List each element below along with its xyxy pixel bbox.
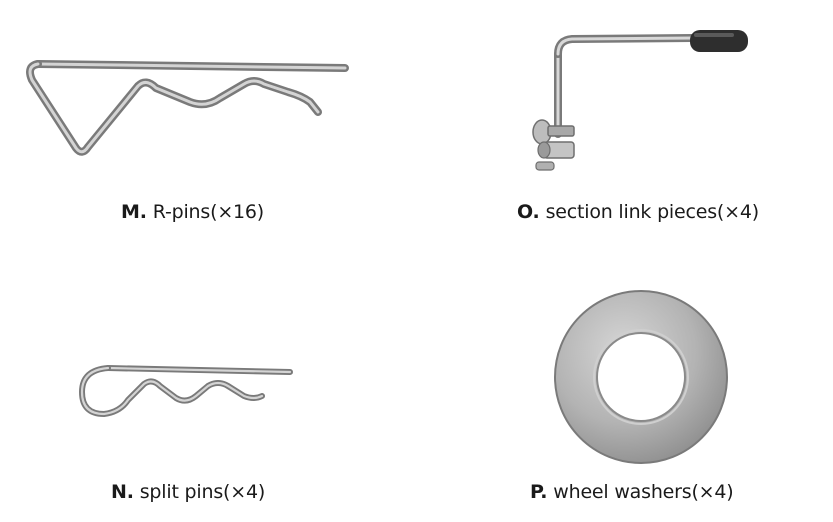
caption-name: section link pieces(×4) — [545, 201, 760, 223]
section-link-piece-illustration — [532, 30, 748, 171]
caption-split-pins: N.split pins(×4) — [111, 481, 265, 503]
caption-letter: M. — [121, 201, 147, 223]
caption-letter: N. — [111, 481, 134, 503]
wheel-washer-image — [551, 288, 731, 466]
caption-section-link-pieces: O.section link pieces(×4) — [517, 201, 759, 223]
caption-name: wheel washers(×4) — [553, 481, 734, 503]
caption-name: split pins(×4) — [139, 481, 266, 503]
split-pin-image — [72, 356, 302, 436]
caption-name: R-pins(×16) — [152, 201, 265, 223]
wheel-washer-illustration — [554, 290, 728, 464]
caption-wheel-washers: P.wheel washers(×4) — [530, 481, 734, 503]
caption-letter: P. — [530, 481, 548, 503]
caption-r-pins: M.R-pins(×16) — [121, 201, 264, 223]
r-pin-image — [20, 50, 360, 165]
section-link-piece-image — [518, 24, 758, 179]
r-pin-illustration — [26, 60, 349, 156]
caption-letter: O. — [517, 201, 540, 223]
split-pin-illustration — [79, 365, 293, 417]
